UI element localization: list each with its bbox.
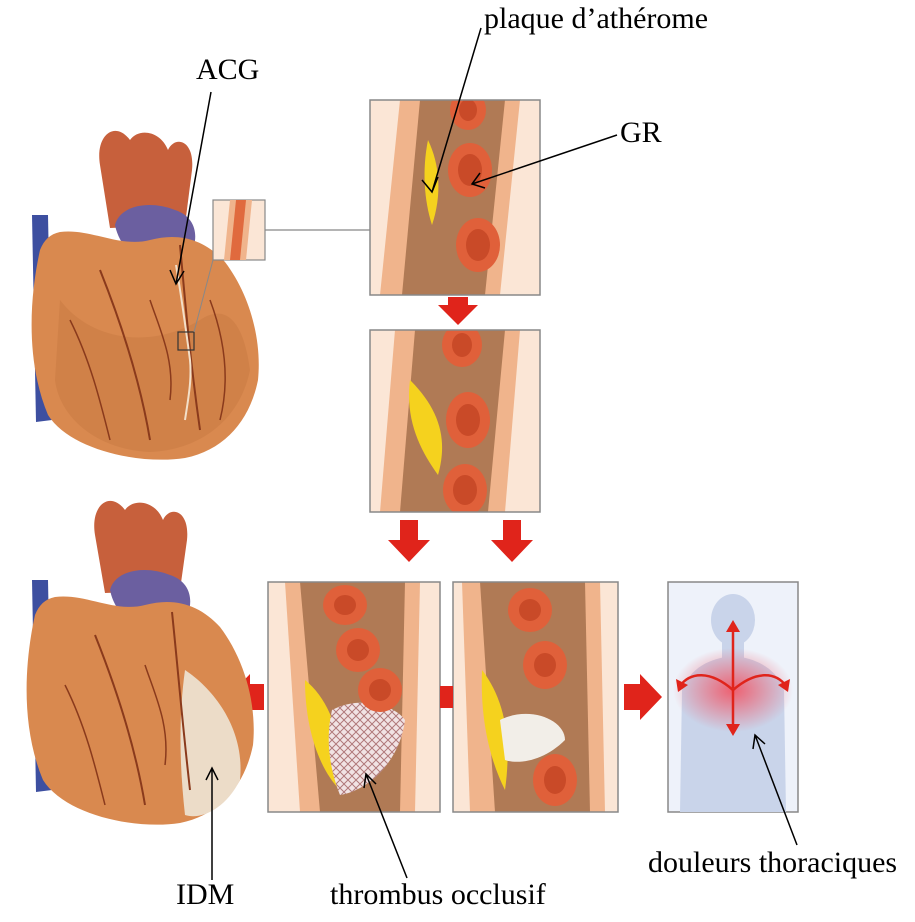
- panel-vessel-rupture: [453, 582, 618, 812]
- heart-bottom: [27, 501, 254, 825]
- red-cell: [323, 585, 367, 625]
- panel-chest-pain: [668, 582, 798, 812]
- label-plaque-atherome: plaque d’athérome: [484, 4, 708, 34]
- arrow-down-3: [491, 520, 533, 562]
- panel-vessel-plaque: [370, 323, 540, 516]
- label-thrombus-occlusif: thrombus occlusif: [330, 880, 546, 910]
- label-acg: ACG: [196, 55, 259, 85]
- red-cell: [443, 464, 487, 516]
- red-cell: [358, 668, 402, 712]
- red-cell: [456, 218, 500, 272]
- arrow-right-to-body: [624, 674, 662, 720]
- panel-vessel-normal: [370, 90, 540, 295]
- label-idm: IDM: [176, 880, 234, 910]
- red-cell: [533, 754, 577, 806]
- label-gr: GR: [620, 118, 662, 148]
- red-cell: [448, 143, 492, 197]
- label-douleurs-thoraciques: douleurs thoraciques: [648, 848, 897, 878]
- panel-vessel-thrombus: [268, 582, 440, 812]
- red-cell: [508, 588, 552, 632]
- heart-top: [32, 131, 259, 460]
- red-cell: [446, 392, 490, 448]
- red-cell: [450, 90, 486, 130]
- arrow-link-3-4: [440, 686, 453, 708]
- arrow-down-2: [388, 520, 430, 562]
- red-cell: [336, 628, 380, 672]
- red-cell: [523, 641, 567, 689]
- arrow-down-1: [438, 297, 478, 325]
